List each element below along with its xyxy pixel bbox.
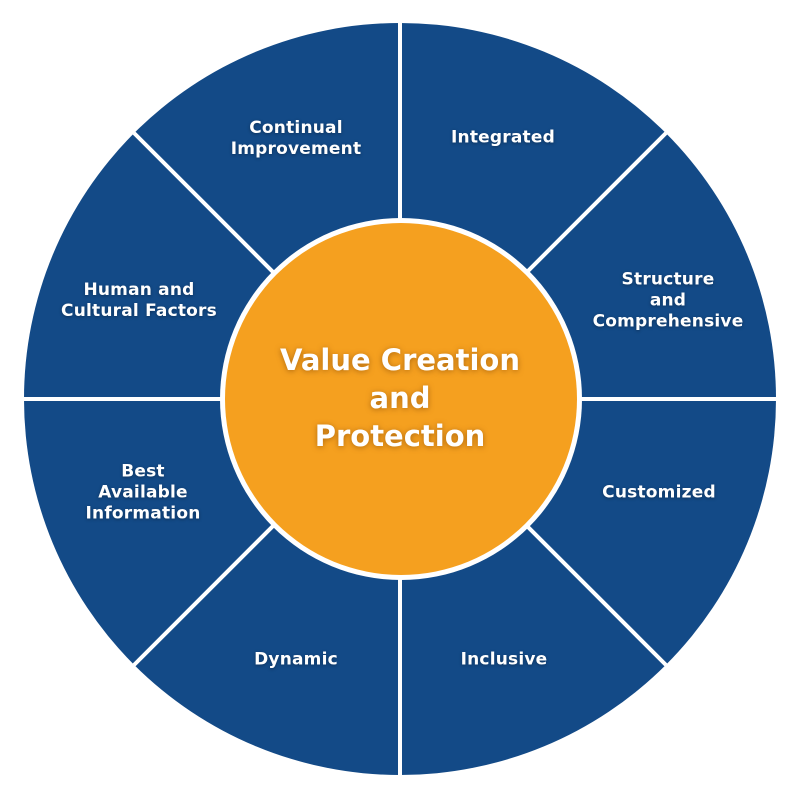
segment-human-cultural-factors: Human and Cultural Factors bbox=[61, 280, 217, 321]
center-circle bbox=[225, 223, 577, 575]
segment-integrated: Integrated bbox=[451, 127, 555, 148]
segment-structure-comprehensive: Structure and Comprehensive bbox=[592, 269, 744, 332]
segment-best-available-information: Best Available Information bbox=[85, 461, 201, 524]
segment-dynamic: Dynamic bbox=[254, 649, 338, 670]
segment-continual-improvement: Continual Improvement bbox=[230, 118, 362, 159]
segment-inclusive: Inclusive bbox=[460, 649, 548, 670]
center-title: Value Creation and Protection bbox=[280, 343, 520, 453]
segment-customized: Customized bbox=[602, 482, 716, 503]
